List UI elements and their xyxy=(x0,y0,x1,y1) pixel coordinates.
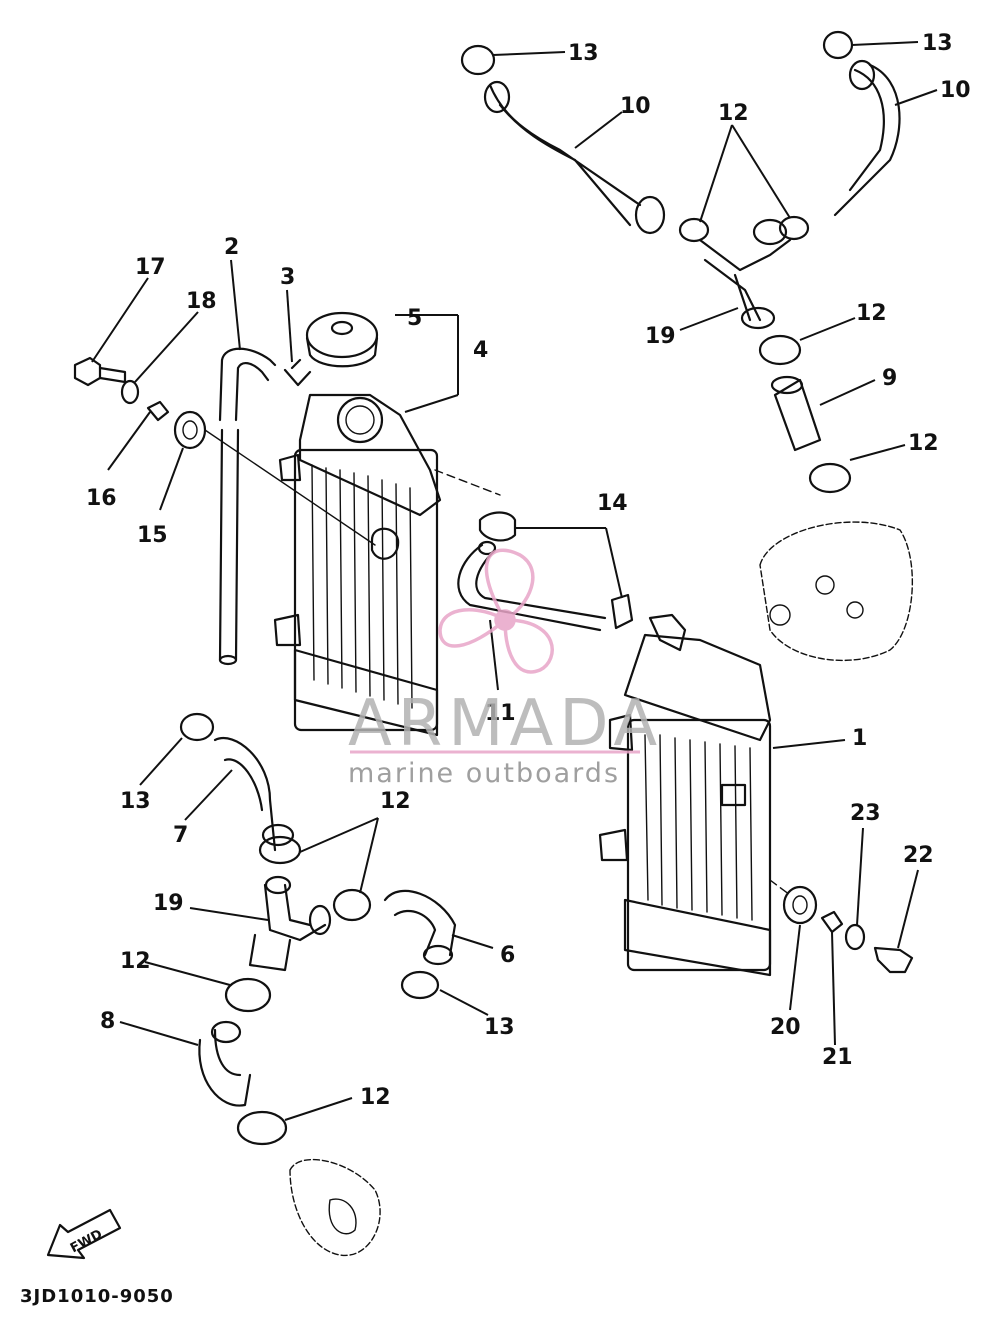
label-part-10-left: 10 xyxy=(620,94,651,119)
mount-hardware-left xyxy=(73,356,376,546)
label-part-5: 5 xyxy=(407,306,422,331)
label-part-10-right: 10 xyxy=(940,78,971,103)
label-part-13-a: 13 xyxy=(568,41,599,66)
watermark-tagline: marine outboards xyxy=(348,758,620,789)
radiator-left xyxy=(273,393,442,737)
routing-lines xyxy=(434,469,791,896)
label-part-14: 14 xyxy=(597,491,628,516)
label-part-15: 15 xyxy=(137,523,168,548)
label-part-1: 1 xyxy=(852,726,867,751)
mount-hardware-right xyxy=(782,885,914,974)
forward-arrow-icon: FWD xyxy=(46,1208,122,1260)
label-part-2: 2 xyxy=(224,235,239,260)
label-part-12-c: 12 xyxy=(908,431,939,456)
label-part-7: 7 xyxy=(173,823,188,848)
watermark-brand: ARMADA xyxy=(348,687,663,761)
hose-clamps xyxy=(179,30,854,1146)
label-part-18: 18 xyxy=(186,289,217,314)
label-part-13-d: 13 xyxy=(484,1015,515,1040)
radiator-cap xyxy=(305,311,379,368)
fwd-marker-text: FWD xyxy=(68,1227,105,1256)
armada-watermark: ARMADA marine outboards xyxy=(348,548,663,789)
label-part-3: 3 xyxy=(280,265,295,290)
upper-hoses xyxy=(483,59,901,452)
label-part-13-b: 13 xyxy=(922,31,953,56)
label-part-12-b: 12 xyxy=(856,301,887,326)
pump-cover-context xyxy=(289,521,914,1256)
label-part-23: 23 xyxy=(850,801,881,826)
label-part-11: 11 xyxy=(485,701,516,726)
part-labels: 1 2 3 4 5 6 7 8 9 10 10 11 12 12 12 12 1… xyxy=(86,31,971,1110)
leader-lines xyxy=(91,41,938,1121)
label-part-9: 9 xyxy=(882,366,897,391)
label-part-19-lower: 19 xyxy=(153,891,184,916)
label-part-8: 8 xyxy=(100,1009,115,1034)
label-part-12-d: 12 xyxy=(380,789,411,814)
label-part-12-a: 12 xyxy=(718,101,749,126)
overflow-hose xyxy=(218,347,277,666)
label-part-21: 21 xyxy=(822,1045,853,1070)
hose-clip xyxy=(283,358,312,387)
diagram-code: 3JD1010-9050 xyxy=(20,1286,174,1307)
label-part-22: 22 xyxy=(903,843,934,868)
label-part-12-f: 12 xyxy=(360,1085,391,1110)
label-part-13-c: 13 xyxy=(120,789,151,814)
label-part-12-e: 12 xyxy=(120,949,151,974)
label-part-4: 4 xyxy=(473,338,488,363)
label-part-17: 17 xyxy=(135,255,166,280)
radiator-right xyxy=(598,613,772,977)
label-part-20: 20 xyxy=(770,1015,801,1040)
label-part-19-upper: 19 xyxy=(645,324,676,349)
label-part-16: 16 xyxy=(86,486,117,511)
lower-hoses xyxy=(198,737,457,1107)
label-part-6: 6 xyxy=(500,943,515,968)
propeller-logo-icon xyxy=(438,548,554,674)
